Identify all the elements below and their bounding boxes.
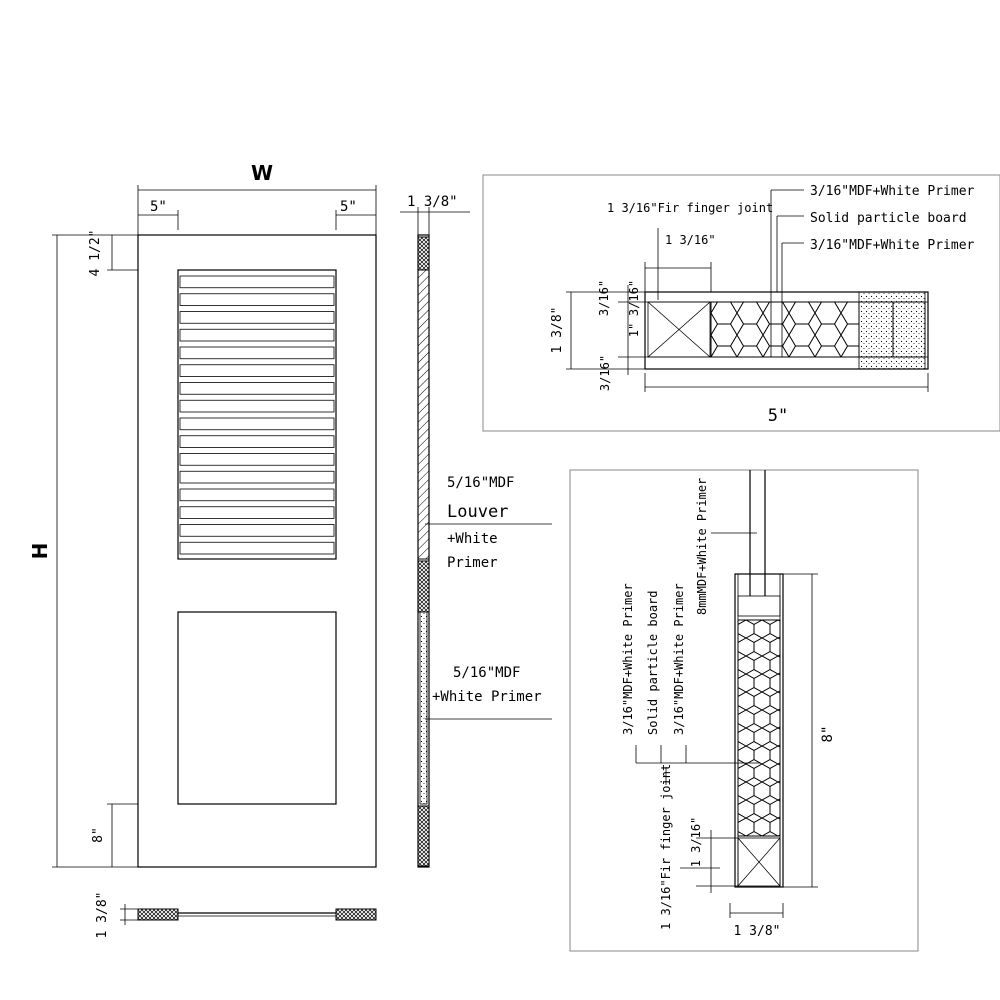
top-rail-dim: 4 1/2" bbox=[88, 230, 103, 277]
door-outline bbox=[137, 234, 377, 868]
side-view: 1 3/8" 5/16"MDF Louver +White Primer 5/1… bbox=[400, 194, 552, 868]
louver-slat bbox=[179, 524, 335, 537]
stile-label-finger: 1 3/16"Fir finger joint bbox=[607, 201, 773, 215]
louver-slats bbox=[179, 275, 335, 555]
lower-panel bbox=[177, 611, 337, 805]
bottom-section: 1 3/8" bbox=[95, 892, 377, 939]
stile-dim-skin-left: 3/16" bbox=[627, 280, 641, 316]
louver-spec-3: +White bbox=[447, 531, 498, 547]
stile-dim-width: 5" bbox=[768, 406, 788, 426]
stile-left-dim: 5" bbox=[150, 199, 167, 215]
louver-spec-4: Primer bbox=[447, 555, 498, 571]
louver-spec-2: Louver bbox=[447, 502, 508, 522]
louver-slat bbox=[179, 275, 335, 289]
front-view: W 5" 5" H 4 1/2" 8" bbox=[28, 161, 377, 868]
rail-label-particle: Solid particle board bbox=[646, 591, 660, 736]
louver-slat bbox=[179, 364, 335, 377]
rail-label-mdf-right: 3/16"MDF+White Primer bbox=[672, 583, 686, 735]
panel-spec-2: +White Primer bbox=[432, 689, 542, 705]
rail-label-mdf-8mm: 8mmMDF+White Primer bbox=[695, 478, 709, 615]
height-label: H bbox=[28, 543, 52, 560]
louver-slat bbox=[179, 346, 335, 360]
louver-frame bbox=[177, 269, 337, 560]
louver-spec-1: 5/16"MDF bbox=[447, 475, 514, 491]
bottom-rail-dim: 8" bbox=[91, 827, 106, 843]
louver-slat bbox=[179, 470, 335, 484]
stile-detail-frame bbox=[482, 174, 1000, 432]
width-label: W bbox=[251, 161, 273, 185]
stile-dim-thickness: 1 3/8" bbox=[550, 307, 565, 354]
rail-label-finger: 1 3/16"Fir finger joint bbox=[659, 764, 673, 930]
louver-slat bbox=[179, 293, 335, 306]
stile-label-mdf-top: 3/16"MDF+White Primer bbox=[810, 184, 975, 199]
louver-slat bbox=[179, 311, 335, 324]
rail-detail-frame bbox=[569, 469, 919, 952]
stile-dim-skin-top: 3/16" bbox=[597, 280, 611, 316]
rail-dim-thickness: 1 3/8" bbox=[734, 924, 781, 939]
louver-slat bbox=[179, 488, 335, 502]
louver-slat bbox=[179, 541, 335, 555]
stile-label-mdf-bottom: 3/16"MDF+White Primer bbox=[810, 238, 975, 253]
louver-slat bbox=[179, 435, 335, 448]
louver-slat bbox=[179, 399, 335, 413]
louver-slat bbox=[179, 328, 335, 342]
louver-slat bbox=[179, 417, 335, 431]
louver-slat bbox=[179, 382, 335, 395]
stile-detail: 3/16"MDF+White Primer Solid particle boa… bbox=[482, 174, 1000, 432]
rail-label-mdf-left: 3/16"MDF+White Primer bbox=[621, 583, 635, 735]
stile-right-dim: 5" bbox=[340, 199, 357, 215]
stile-dim-core: 1" bbox=[627, 323, 641, 337]
side-thickness-dim: 1 3/8" bbox=[407, 194, 458, 210]
panel-spec-1: 5/16"MDF bbox=[453, 665, 520, 681]
stile-dim-finger: 1 3/16" bbox=[665, 233, 716, 247]
stile-label-particle: Solid particle board bbox=[810, 211, 967, 226]
rail-dim-finger: 1 3/16" bbox=[689, 817, 703, 868]
louver-slat bbox=[179, 506, 335, 519]
bottom-thickness-dim: 1 3/8" bbox=[95, 892, 110, 939]
louver-slat bbox=[179, 453, 335, 466]
stile-dim-skin-bottom: 3/16" bbox=[598, 355, 612, 391]
rail-dim-height: 8" bbox=[820, 726, 836, 743]
rail-detail: 8mmMDF+White Primer 3/16"MDF+White Prime… bbox=[569, 469, 919, 952]
